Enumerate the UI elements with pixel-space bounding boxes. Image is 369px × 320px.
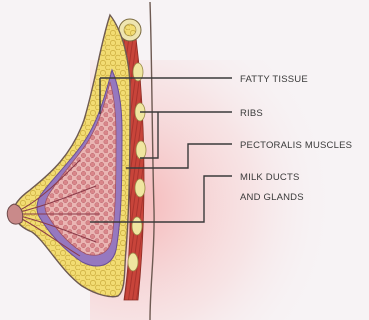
label-ribs: RIBS	[240, 108, 263, 119]
label-fatty-tissue: FATTY TISSUE	[240, 74, 308, 85]
label-pectoralis-muscles: PECTORALIS MUSCLES	[240, 140, 352, 151]
rib	[136, 141, 146, 159]
label-milk-ducts: MILK DUCTS	[240, 172, 300, 183]
label-and-glands: AND GLANDS	[240, 192, 304, 203]
rib	[132, 217, 142, 235]
rib	[128, 253, 138, 271]
rib	[135, 179, 145, 197]
